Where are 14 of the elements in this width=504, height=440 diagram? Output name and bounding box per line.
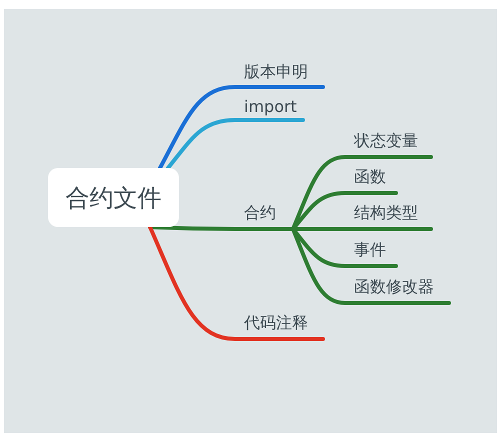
branch-line [166, 118, 305, 170]
branch-label: 结构类型 [354, 203, 418, 222]
branch-label: import [244, 97, 297, 116]
branch-line [148, 225, 325, 341]
branch-label: 事件 [354, 240, 386, 259]
topic-box [48, 168, 179, 227]
branch-line [158, 85, 325, 170]
branch-label: 函数 [354, 167, 386, 186]
branch-label: 代码注释 [244, 313, 308, 332]
branch-label: 函数修改器 [354, 277, 434, 296]
branch-label: 状态变量 [354, 131, 418, 150]
topic-label: 合约文件 [66, 182, 162, 214]
branch-label: 版本申明 [244, 62, 308, 81]
branch-label: 合约 [244, 203, 276, 222]
